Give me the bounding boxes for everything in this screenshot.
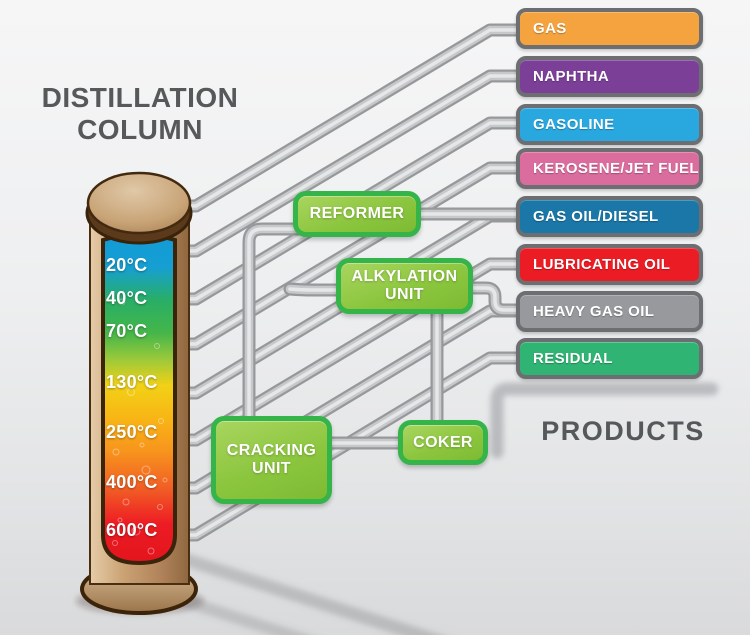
- temp-label: 40°C: [106, 288, 148, 308]
- distillation-column: [80, 171, 198, 615]
- product-label-residual: RESIDUAL: [516, 338, 703, 379]
- temp-label: 20°C: [106, 255, 148, 275]
- product-label-naphtha: NAPHTHA: [516, 56, 703, 97]
- product-label-gas: GAS: [516, 8, 703, 49]
- title-line-2: COLUMN: [77, 114, 203, 146]
- bubbles: [112, 298, 168, 555]
- column-dome: [86, 171, 192, 235]
- temp-label: 130°C: [106, 372, 158, 392]
- unit-box-alkylation-unit: ALKYLATION UNIT: [336, 258, 473, 314]
- title-line-1: DISTILLATION: [41, 82, 239, 113]
- product-label-heavy-gas-oil: HEAVY GAS OIL: [516, 291, 703, 332]
- coker-outlet-shadow-pipe: [490, 382, 719, 459]
- unit-box-reformer: REFORMER: [293, 191, 421, 237]
- unit-box-cracking-unit: CRACKING UNIT: [211, 416, 332, 504]
- temp-label: 70°C: [106, 321, 148, 341]
- temperature-window: [101, 232, 177, 566]
- unit-box-coker: COKER: [398, 420, 488, 465]
- temp-label: 250°C: [106, 422, 158, 442]
- temp-label: 400°C: [106, 472, 158, 492]
- product-label-lubricating-oil: LUBRICATING OIL: [516, 244, 703, 285]
- diagram-title: DISTILLATION COLUMN: [18, 82, 262, 146]
- product-label-gasoline: GASOLINE: [516, 104, 703, 145]
- temp-label: 600°C: [106, 520, 158, 540]
- product-label-kerosene-jet-fuel: KEROSENE/JET FUEL: [516, 148, 703, 189]
- product-label-gas-oil-diesel: GAS OIL/DIESEL: [516, 196, 703, 237]
- products-heading: PRODUCTS: [541, 416, 705, 446]
